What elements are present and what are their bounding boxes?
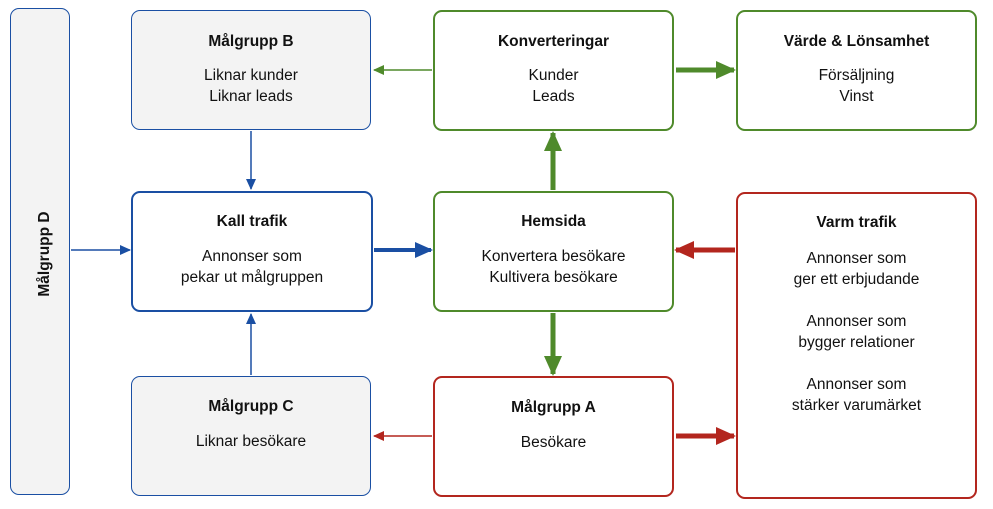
node-varm-trafik: Varm trafik Annonser som ger ett erbjuda… bbox=[736, 192, 977, 499]
node-hemsida: Hemsida Konvertera besökare Kultivera be… bbox=[433, 191, 674, 312]
node-malgrupp-b-line-2: Liknar leads bbox=[209, 88, 293, 105]
node-hemsida-title: Hemsida bbox=[521, 213, 586, 230]
node-malgrupp-d bbox=[10, 8, 70, 495]
node-kall-trafik-title: Kall trafik bbox=[216, 213, 288, 230]
node-konverteringar-line-1: Kunder bbox=[528, 67, 579, 84]
node-varm-trafik-group-3-line-1: Annonser som bbox=[806, 376, 907, 393]
node-kall-trafik-line-2: pekar ut målgruppen bbox=[180, 269, 324, 286]
node-hemsida-line-2: Kultivera besökare bbox=[489, 269, 618, 286]
node-varde-title: Värde & Lönsamhet bbox=[783, 33, 930, 50]
node-varm-trafik-group-2-line-2: bygger relationer bbox=[798, 334, 915, 351]
node-varde-line-2: Vinst bbox=[839, 88, 874, 105]
node-kall-trafik-line-1: Annonser som bbox=[202, 248, 302, 265]
node-varde-lonsamhet: Värde & Lönsamhet Försäljning Vinst bbox=[736, 10, 977, 131]
node-varm-trafik-title: Varm trafik bbox=[816, 214, 897, 231]
node-malgrupp-a-title: Målgrupp A bbox=[511, 399, 596, 416]
node-malgrupp-c: Målgrupp C Liknar besökare bbox=[131, 376, 371, 496]
node-varm-trafik-group-3-line-2: stärker varumärket bbox=[791, 397, 922, 414]
node-malgrupp-b-title: Målgrupp B bbox=[208, 33, 294, 50]
node-malgrupp-c-title: Målgrupp C bbox=[208, 398, 294, 415]
node-varm-trafik-group-1-line-2: ger ett erbjudande bbox=[793, 271, 920, 288]
node-kall-trafik: Kall trafik Annonser som pekar ut målgru… bbox=[131, 191, 373, 312]
node-varm-trafik-group-2-line-1: Annonser som bbox=[806, 313, 907, 330]
node-malgrupp-b: Målgrupp B Liknar kunder Liknar leads bbox=[131, 10, 371, 130]
node-hemsida-line-1: Konvertera besökare bbox=[481, 248, 626, 265]
node-malgrupp-a-line-1: Besökare bbox=[520, 434, 587, 451]
node-konverteringar: Konverteringar Kunder Leads bbox=[433, 10, 674, 131]
node-varm-trafik-group-1-line-1: Annonser som bbox=[806, 250, 907, 267]
node-konverteringar-title: Konverteringar bbox=[497, 33, 610, 50]
node-konverteringar-line-2: Leads bbox=[532, 88, 575, 105]
node-malgrupp-c-line-1: Liknar besökare bbox=[195, 433, 307, 450]
node-malgrupp-a: Målgrupp A Besökare bbox=[433, 376, 674, 497]
node-varde-line-1: Försäljning bbox=[818, 67, 895, 84]
node-malgrupp-b-line-1: Liknar kunder bbox=[204, 67, 298, 84]
